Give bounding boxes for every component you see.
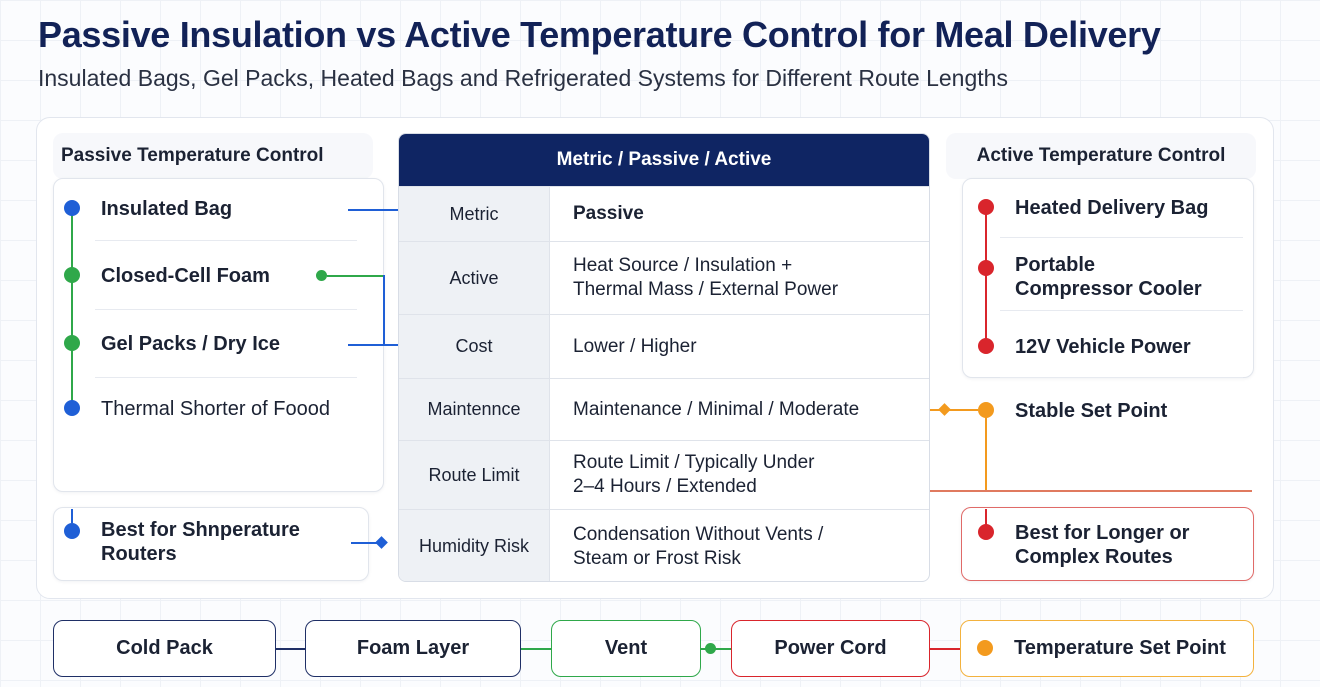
table-row: Maintennce Maintenance / Minimal / Moder… [399,378,929,440]
table-row: Metric Passive [399,186,929,241]
table-value-line: 2–4 Hours / Extended [573,476,757,497]
green-dot-icon [64,267,80,283]
connector-line [327,275,384,277]
flow-connector [700,648,732,650]
passive-best-for-line1: Best for Shnperature [101,519,300,541]
table-value-line: Lower / Higher [573,335,697,357]
flow-cold-pack: Cold Pack [53,620,276,677]
comparison-table: Metric / Passive / Active Metric Passive… [398,133,930,582]
table-value-line: Condensation Without Vents / [573,523,824,545]
active-separator [1000,310,1243,311]
connector-line [985,509,987,525]
connector-line [348,209,398,211]
table-value-line: Passive [573,203,644,224]
connector-line [348,344,398,346]
connector-line [930,490,1252,492]
table-metric-cell: Cost [399,315,550,378]
passive-best-for-line2: Routers [101,543,177,565]
connector-line [383,275,385,345]
table-value-line: Maintenance / Minimal / Moderate [573,398,860,420]
active-item-line2: Compressor Cooler [1015,278,1202,300]
active-item-vehicle-power: 12V Vehicle Power [1015,336,1191,358]
active-timeline-lower [985,410,987,492]
table-row: Humidity Risk Condensation Without Vents… [399,509,929,581]
active-item-compressor-cooler: Portable Compressor Cooler [1015,253,1202,301]
orange-dot-icon [978,402,994,418]
red-dot-icon [978,338,994,354]
active-separator [1000,377,1243,378]
connector-line [930,409,978,411]
passive-item-gel-packs: Gel Packs / Dry Ice [101,333,281,355]
flow-connector [930,648,961,650]
active-timeline [985,207,987,347]
table-metric-cell: Metric [399,187,550,241]
table-row: Cost Lower / Higher [399,314,929,378]
passive-item-insulated-bag: Insulated Bag [101,198,233,220]
passive-item-closed-cell-foam: Closed-Cell Foam [101,265,270,287]
active-item-heated-bag: Heated Delivery Bag [1015,197,1209,219]
red-dot-icon [978,199,994,215]
blue-dot-icon [64,200,80,216]
table-metric-cell: Maintennce [399,379,550,440]
connector-line [351,542,379,544]
active-item-line1: Portable [1015,254,1096,276]
table-value-cell: Condensation Without Vents / Steam or Fr… [573,510,919,581]
page-title: Passive Insulation vs Active Temperature… [38,14,1161,55]
table-metric-cell: Active [399,242,550,314]
table-row: Route Limit Route Limit / Typically Unde… [399,440,929,509]
orange-dot-icon [977,640,993,656]
passive-best-for: Best for Shnperature Routers [101,518,300,566]
passive-heading: Passive Temperature Control [53,133,373,179]
passive-separator [95,309,357,310]
table-value-line: Thermal Mass / External Power [573,279,839,300]
table-value-line: Heat Source / Insulation + [573,255,793,276]
page-subtitle: Insulated Bags, Gel Packs, Heated Bags a… [38,65,1008,91]
flow-connector [276,648,306,650]
active-best-for-line2: Complex Routes [1015,546,1173,568]
passive-separator [95,377,357,378]
passive-card [53,178,384,492]
active-best-for: Best for Longer or Complex Routes [1015,521,1189,569]
passive-best-for-card [53,507,369,581]
table-value-line: Route Limit / Typically Under [573,452,815,473]
green-dot-icon [64,335,80,351]
table-heading: Metric / Passive / Active [399,134,929,186]
active-best-for-line1: Best for Longer or [1015,522,1190,544]
flow-temperature-set-point: Temperature Set Point [960,620,1254,677]
active-separator [1000,237,1243,238]
blue-dot-icon [64,523,80,539]
table-value-cell: Maintenance / Minimal / Moderate [573,379,919,440]
flow-power-cord: Power Cord [731,620,930,677]
table-value-cell: Lower / Higher [573,315,919,378]
red-dot-icon [978,260,994,276]
table-value-line: Steam or Frost Risk [573,547,741,569]
passive-item-thermal: Thermal Shorter of Foood [101,398,330,420]
table-value-cell: Route Limit / Typically Under 2–4 Hours … [573,441,919,509]
connector-line [71,509,73,523]
passive-separator [95,240,357,241]
red-dot-icon [978,524,994,540]
table-row: Active Heat Source / Insulation + Therma… [399,241,929,314]
active-item-stable-set-point: Stable Set Point [1015,400,1168,422]
green-node-icon [705,643,716,654]
table-metric-cell: Route Limit [399,441,550,509]
active-heading: Active Temperature Control [946,133,1256,179]
green-node-icon [316,270,327,281]
flow-foam-layer: Foam Layer [305,620,521,677]
table-value-cell: Heat Source / Insulation + Thermal Mass … [573,242,919,314]
flow-vent: Vent [551,620,701,677]
table-metric-cell: Humidity Risk [399,510,550,581]
blue-dot-icon [64,400,80,416]
flow-connector [521,648,552,650]
passive-timeline [71,208,73,408]
active-card [962,178,1254,378]
active-best-for-card [961,507,1254,581]
table-value-cell: Passive [573,187,919,241]
